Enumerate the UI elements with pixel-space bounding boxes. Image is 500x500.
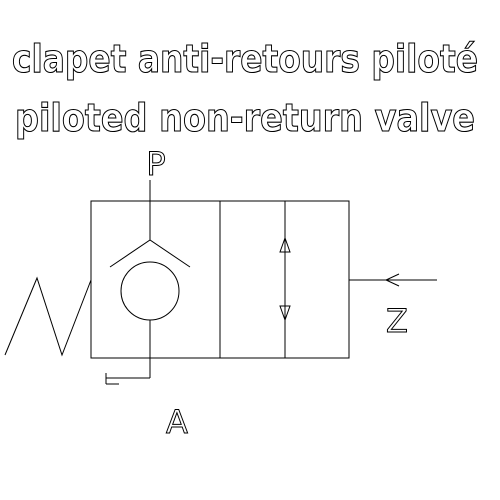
open-envelope: [279, 201, 291, 358]
title-french: clapet anti-retours piloté: [12, 37, 478, 81]
valve-body: [90, 200, 350, 359]
valve-seat-icon: [109, 239, 191, 268]
check-valve-envelope: [105, 180, 191, 385]
arrow-up-icon: [279, 236, 291, 253]
arrow-down-icon: [279, 305, 291, 322]
title-english: piloted non-return valve: [15, 96, 475, 140]
pilot-line: [349, 273, 437, 287]
spring-icon: [4, 276, 92, 357]
pilot-arrow-icon: [384, 273, 400, 287]
port-label-p: P: [146, 145, 165, 183]
port-label-z: Z: [386, 302, 408, 340]
check-ball-icon: [120, 261, 180, 321]
port-label-a: A: [166, 403, 188, 441]
